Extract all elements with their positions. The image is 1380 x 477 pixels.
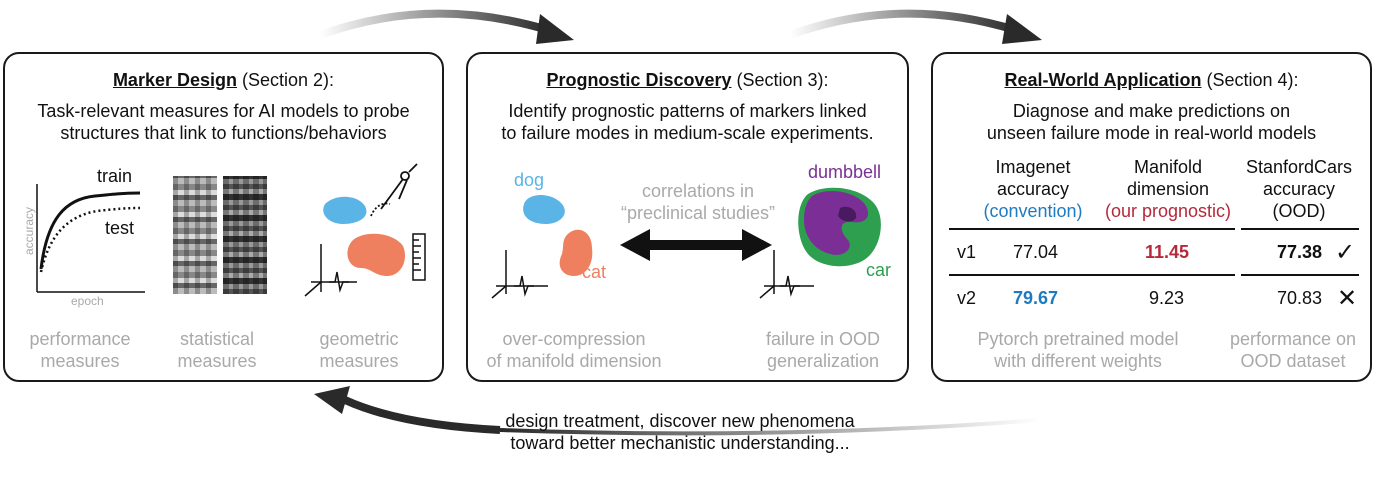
geometric-illustration bbox=[304, 163, 426, 297]
noise-matrix-2 bbox=[223, 176, 267, 294]
dog-label: dog bbox=[514, 170, 545, 190]
stanford-value: 70.83 bbox=[1277, 288, 1323, 308]
flow-arrow-2-to-3 bbox=[788, 9, 1042, 44]
manifold-value: 11.45 bbox=[1145, 242, 1190, 262]
check-icon: ✓ bbox=[1335, 239, 1356, 266]
panel-title: Prognostic Discovery (Section 3): bbox=[546, 70, 829, 90]
panel-title: Marker Design (Section 2): bbox=[112, 70, 335, 90]
axes-icon-right bbox=[759, 250, 814, 299]
table-rule-top-right bbox=[1241, 228, 1359, 230]
double-arrow bbox=[620, 229, 772, 261]
learning-curve-chart bbox=[36, 184, 145, 293]
dumbbell-shape bbox=[798, 187, 881, 267]
manifold-value: 9.23 bbox=[1149, 288, 1185, 308]
marker-design-panel: Marker Design (Section 2): Task-relevant… bbox=[3, 52, 444, 382]
panel-description: Task-relevant measures for AI models to … bbox=[37, 101, 410, 143]
imagenet-value: 77.04 bbox=[1013, 242, 1059, 262]
train-label: train bbox=[97, 166, 133, 186]
table-rule-mid-left bbox=[949, 274, 1235, 276]
compass-icon bbox=[370, 163, 418, 217]
model-name: v1 bbox=[957, 242, 977, 262]
prognostic-discovery-panel: Prognostic Discovery (Section 3): Identi… bbox=[466, 52, 909, 382]
x-axis-label: epoch bbox=[71, 294, 104, 308]
dog-blob bbox=[523, 195, 565, 224]
feedback-caption: design treatment, discover new phenomena… bbox=[505, 411, 855, 453]
test-label: test bbox=[105, 218, 135, 238]
correlations-caption: correlations in“preclinical studies” bbox=[620, 181, 776, 223]
panel-title: Real-World Application (Section 4): bbox=[1004, 70, 1299, 90]
car-label: car bbox=[866, 260, 892, 280]
orange-blob bbox=[347, 233, 406, 276]
manifold-illustration bbox=[491, 187, 881, 299]
real-world-application-panel: Real-World Application (Section 4): Diag… bbox=[931, 52, 1372, 382]
axes-icon bbox=[491, 250, 548, 299]
axes-icon bbox=[304, 244, 357, 297]
stanford-value: 77.38 bbox=[1277, 242, 1323, 262]
train-curve bbox=[39, 191, 141, 270]
blue-blob bbox=[323, 196, 367, 224]
ruler-icon bbox=[412, 233, 426, 281]
cat-blob bbox=[559, 229, 593, 276]
imagenet-value: 79.67 bbox=[1013, 288, 1059, 308]
cross-icon: ✕ bbox=[1337, 285, 1358, 312]
dumbbell-label: dumbbell bbox=[808, 162, 882, 182]
table-rule-mid-right bbox=[1241, 274, 1359, 276]
model-name: v2 bbox=[957, 288, 977, 308]
test-curve bbox=[39, 206, 141, 273]
flow-arrow-1-to-2 bbox=[318, 9, 574, 44]
panel-description: Identify prognostic patterns of markers … bbox=[501, 101, 874, 143]
noise-matrix-1 bbox=[173, 176, 217, 294]
table-rule-top-left bbox=[949, 228, 1235, 230]
cat-label: cat bbox=[582, 262, 607, 282]
